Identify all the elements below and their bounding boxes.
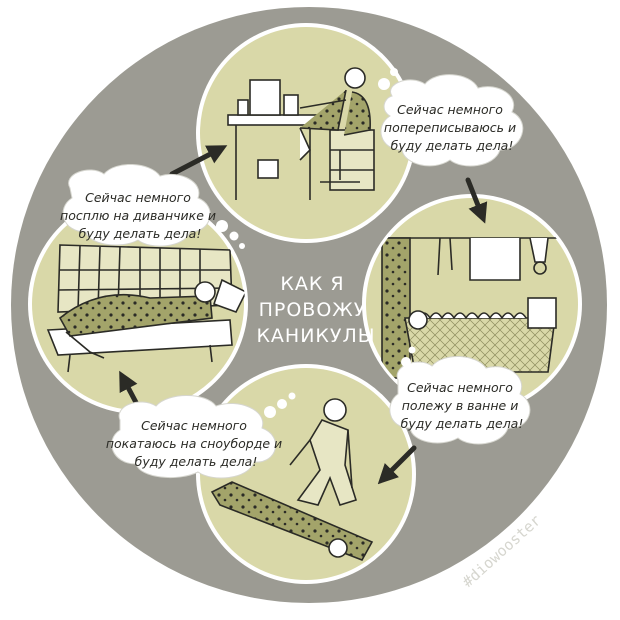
bubble-sofa-line-2: посплю на диванчике и: [60, 208, 216, 223]
title-line-1: КАК Я: [280, 273, 344, 295]
bubble-sofa-line-3: буду делать дела!: [79, 226, 202, 241]
bubble-desk-line-3: буду делать дела!: [391, 138, 514, 153]
bubble-bath-line-1: Сейчас немного: [407, 380, 513, 395]
title-line-2: ПРОВОЖУ: [259, 299, 367, 321]
bubble-sofa: Сейчас немного посплю на диванчике и буд…: [60, 163, 245, 249]
svg-text:Сейчас немного покатаюсь: Сейчас немного покатаюсь на сноуборде и …: [106, 418, 286, 469]
svg-text:Сейчас немного посплю на: Сейчас немного посплю на диванчике и буд…: [60, 190, 220, 241]
panel-desk: [196, 23, 416, 243]
arrow-bath-to-snowboard: [377, 445, 417, 485]
center-title: КАК Я ПРОВОЖУ КАНИКУЛЫ: [256, 273, 375, 347]
svg-text:Сейчас немного полежу в: Сейчас немного полежу в ванне и буду дел…: [401, 380, 524, 431]
bubble-snowboard: Сейчас немного покатаюсь на сноуборде и …: [106, 392, 296, 479]
arrow-desk-to-bath: [465, 177, 488, 224]
panel-sofa: [28, 194, 248, 414]
svg-text:Сейчас немного поперепис: Сейчас немного попереписываюсь и буду де…: [384, 102, 520, 153]
bubble-snowboard-line-3: буду делать дела!: [135, 454, 258, 469]
bubble-desk-line-1: Сейчас немного: [397, 102, 503, 117]
bubble-snowboard-line-2: покатаюсь на сноуборде и: [106, 436, 282, 451]
arrow-sofa-to-desk: [169, 145, 228, 177]
bubble-bath-line-3: буду делать дела!: [401, 416, 524, 431]
bubble-sofa-line-1: Сейчас немного: [85, 190, 191, 205]
panel-bath: [362, 194, 582, 414]
bubble-bath: Сейчас немного полежу в ванне и буду дел…: [389, 346, 531, 445]
bubble-snowboard-line-1: Сейчас немного: [141, 418, 247, 433]
title-line-3: КАНИКУЛЫ: [256, 325, 375, 347]
bubble-bath-line-2: полежу в ванне и: [402, 398, 519, 413]
bubble-desk-line-2: попереписываюсь и: [384, 120, 516, 135]
bubble-desk: Сейчас немного попереписываюсь и буду де…: [378, 68, 524, 167]
